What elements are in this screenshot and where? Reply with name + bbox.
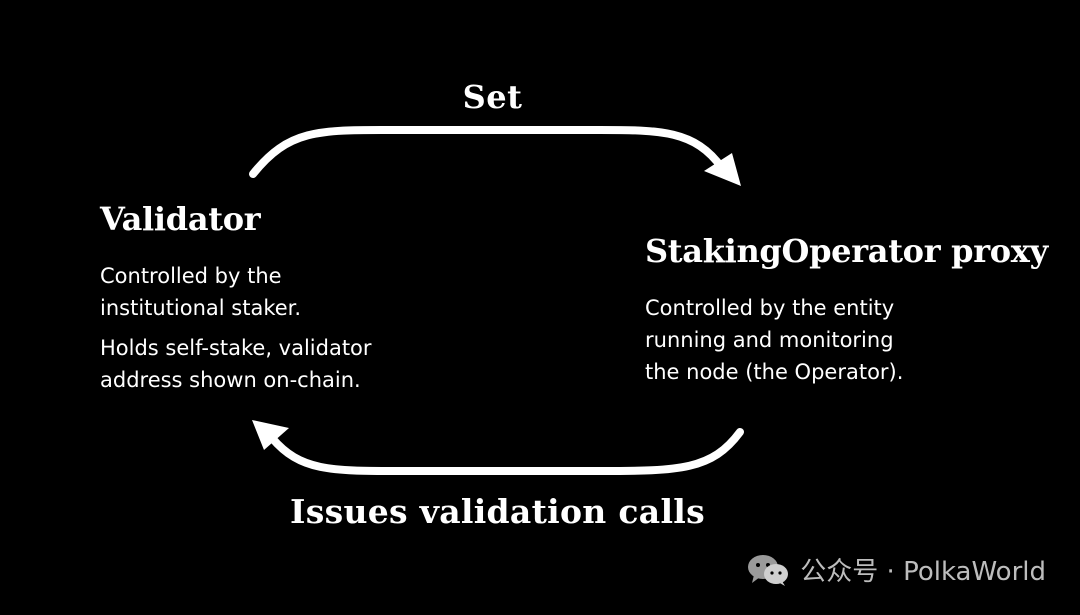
operator-node: StakingOperator proxy Controlled by the … [645, 232, 1065, 396]
validation-calls-edge-label: Issues validation calls [289, 492, 706, 531]
validation-calls-arrow [268, 428, 744, 475]
validator-node: Validator Controlled by the institutiona… [100, 200, 440, 404]
validator-description-stake: Holds self-stake, validator address show… [100, 336, 372, 392]
set-edge-label: Set [462, 78, 523, 116]
wechat-icon [748, 554, 789, 586]
watermark-text: 公众号 · PolkaWorld [800, 557, 1046, 587]
set-arrowhead [704, 153, 741, 186]
validation-calls-arrowhead [252, 420, 289, 450]
watermark: 公众号 · PolkaWorld [746, 551, 1046, 588]
set-arrow [249, 125, 726, 178]
operator-description: Controlled by the entity running and mon… [645, 296, 904, 384]
validator-description-control: Controlled by the institutional staker. [100, 264, 302, 320]
operator-title: StakingOperator proxy [645, 232, 1048, 270]
validator-title: Validator [100, 200, 261, 238]
